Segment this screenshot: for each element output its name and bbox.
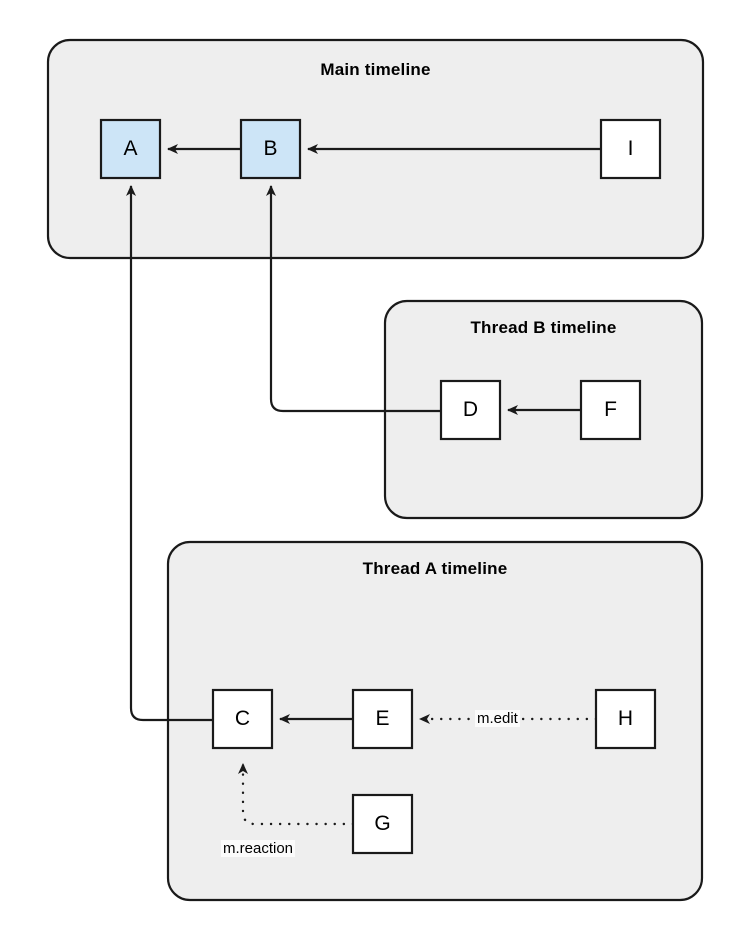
node-A[interactable] — [99, 118, 162, 180]
node-G[interactable] — [351, 793, 414, 855]
node-F[interactable] — [579, 379, 642, 441]
group-title-thread-a-timeline: Thread A timeline — [362, 559, 508, 578]
node-B[interactable] — [239, 118, 302, 180]
node-I[interactable] — [599, 118, 662, 180]
group-title-thread-b-timeline: Thread B timeline — [470, 318, 617, 337]
node-C[interactable] — [211, 688, 274, 750]
node-label-C: C — [234, 707, 251, 730]
group-title-main-timeline: Main timeline — [320, 60, 431, 79]
node-label-H: H — [617, 707, 634, 730]
node-label-D: D — [462, 398, 479, 421]
node-label-B: B — [263, 137, 278, 160]
node-label-G: G — [374, 812, 391, 835]
node-label-I: I — [627, 137, 634, 160]
edge-g-to-c-m-reaction — [238, 762, 355, 826]
node-H[interactable] — [594, 688, 657, 750]
edge-label-m-reaction: m.reaction — [221, 840, 296, 857]
node-label-E: E — [375, 707, 390, 730]
edge-c-to-a — [126, 185, 213, 722]
node-D[interactable] — [439, 379, 502, 441]
node-label-F: F — [604, 398, 617, 421]
node-E[interactable] — [351, 688, 414, 750]
edge-d-to-b — [266, 185, 441, 413]
edge-label-m-edit: m.edit — [475, 710, 520, 727]
node-label-A: A — [123, 137, 138, 160]
